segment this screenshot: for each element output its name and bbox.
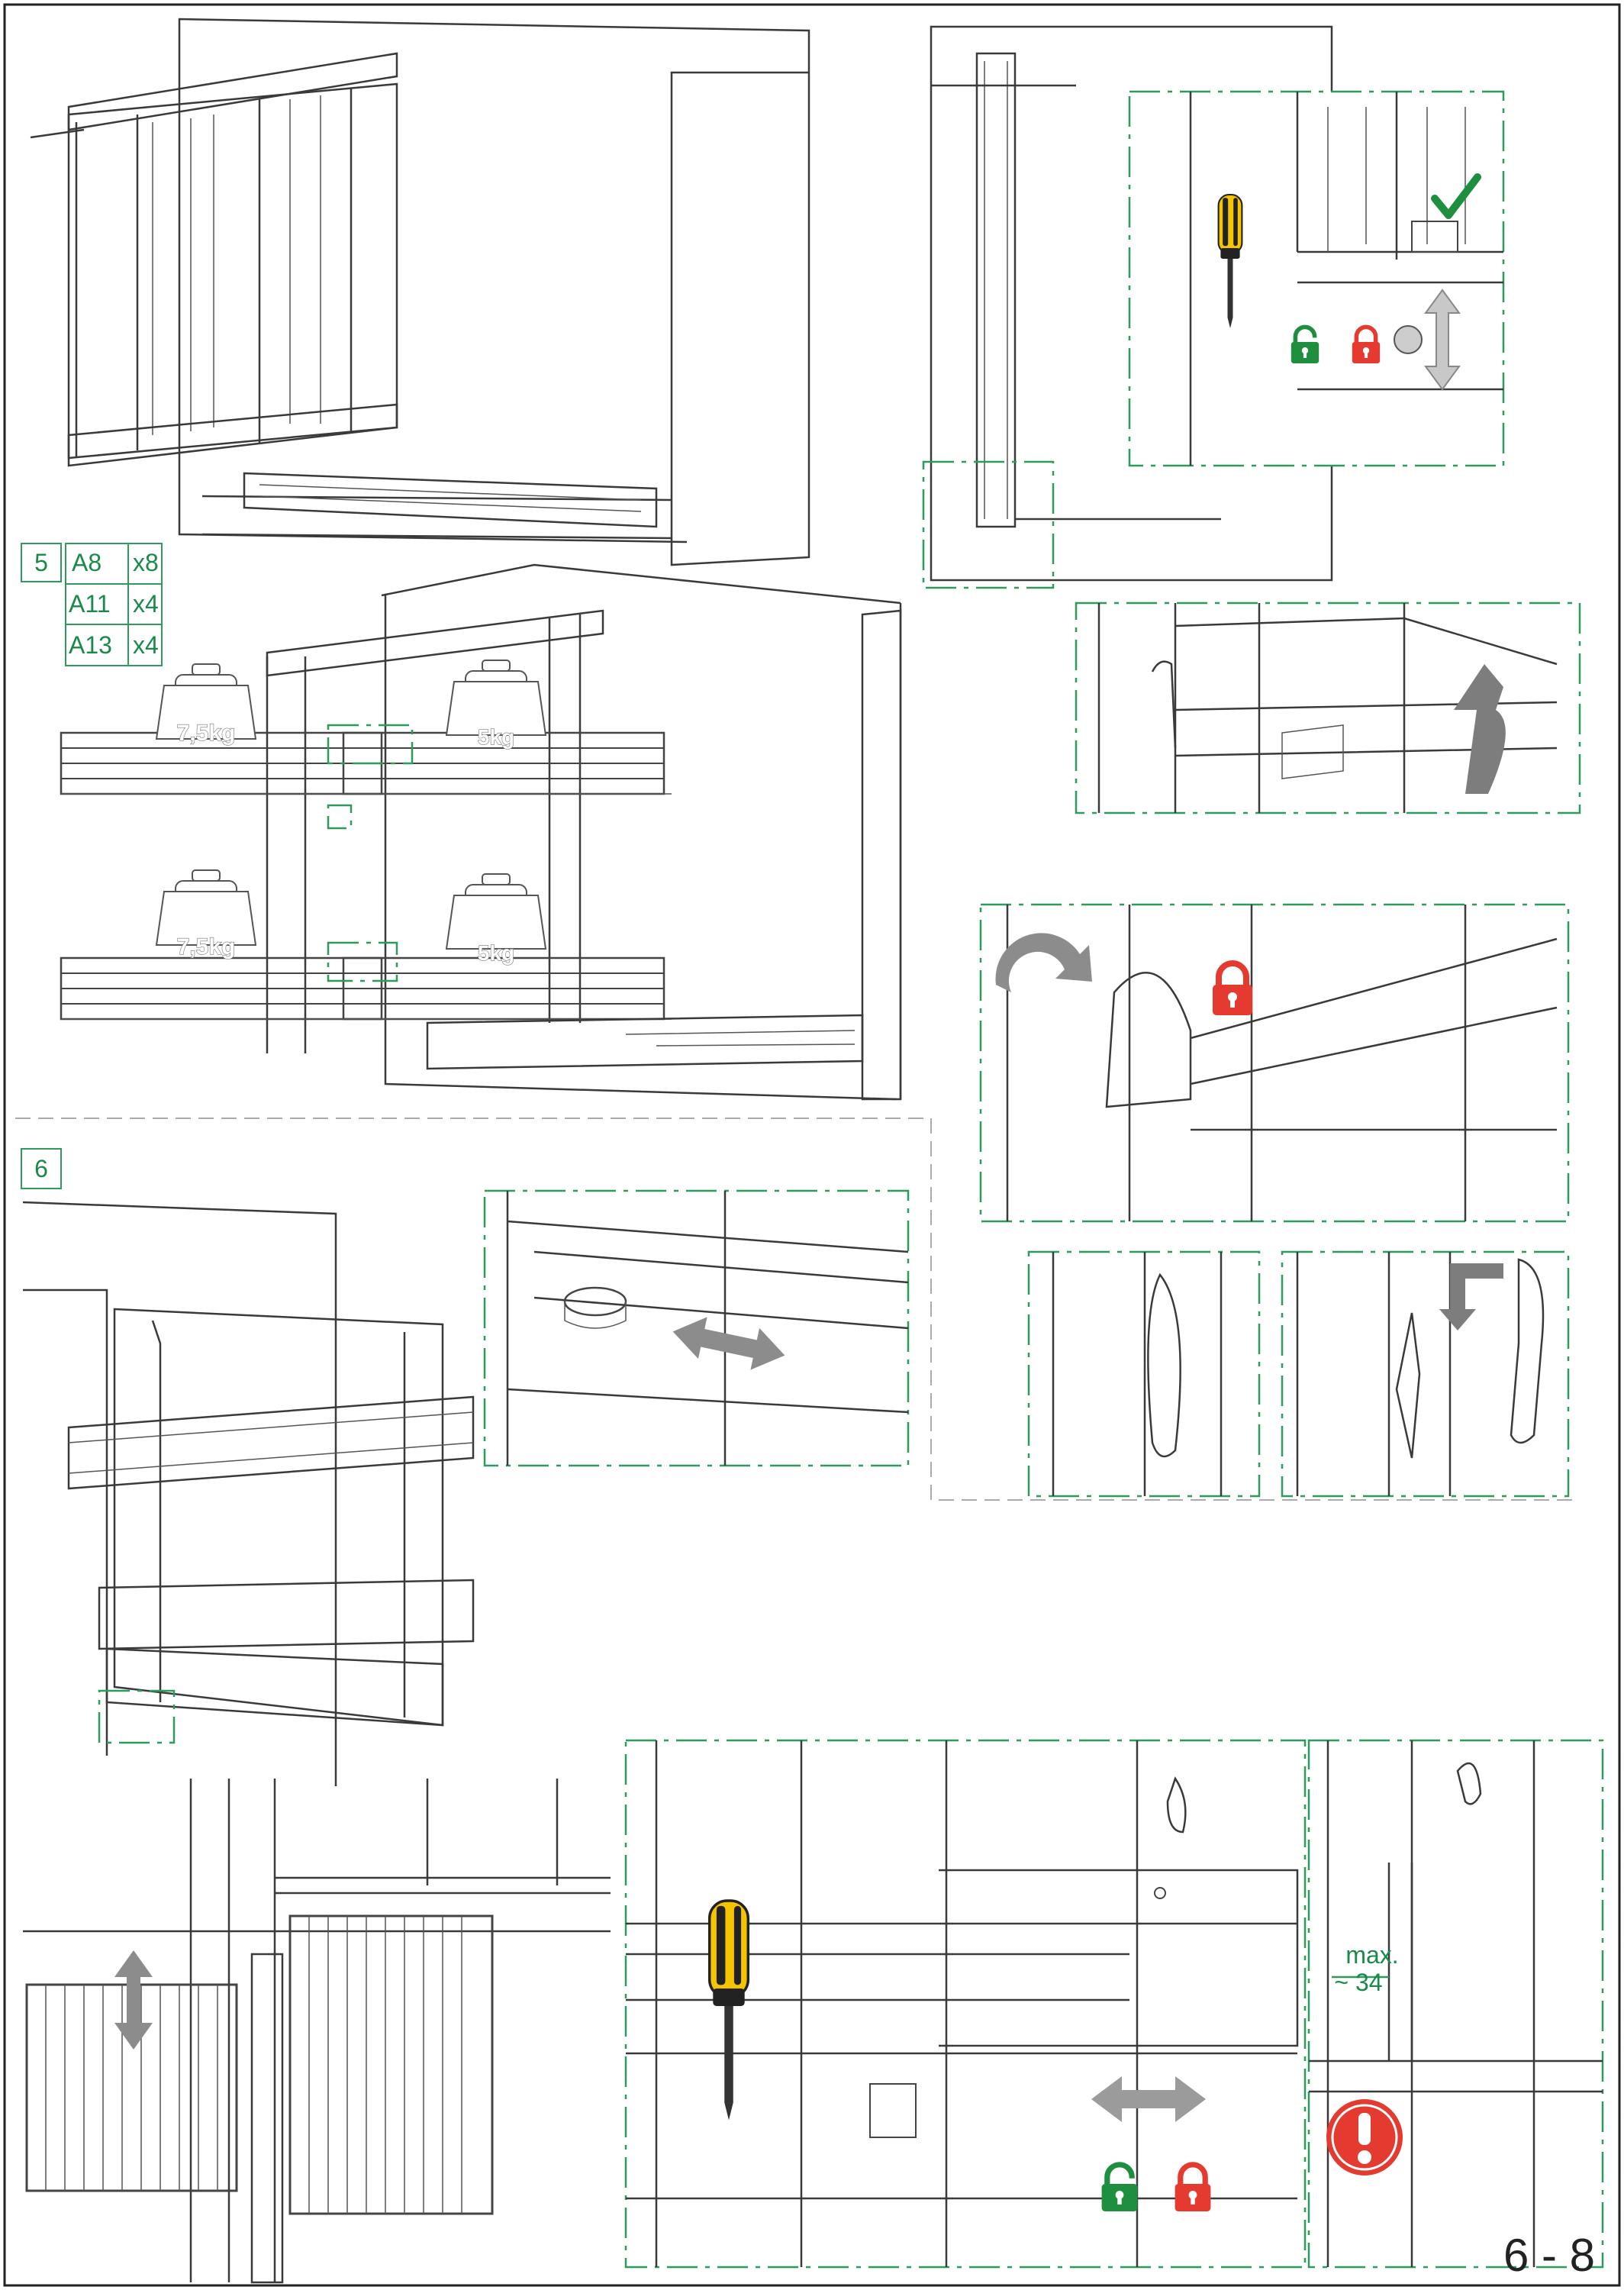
curved-arrow-icon	[1454, 664, 1506, 794]
step5-parts-table: 5 A8 x8 A11 x4 A13 x4	[21, 543, 163, 666]
measurement-label: max.	[1345, 1941, 1398, 1969]
vertical-double-arrow-icon	[114, 1950, 153, 2050]
part-qty-a8: x8	[133, 549, 159, 576]
section-divider	[15, 1118, 1572, 1501]
part-qty-a11: x4	[133, 590, 159, 618]
part-code-a13: A13	[69, 631, 112, 659]
weight-label-top-left: 7,5kg	[177, 721, 236, 746]
unlock-icon	[1102, 2165, 1138, 2211]
weight-label-bottom-right: 5kg	[478, 941, 514, 965]
slide-detail	[483, 1189, 910, 1467]
step5-number: 5	[34, 549, 48, 576]
pullout-unit-drawing	[22, 1201, 475, 1786]
frame-in-cabinet-drawing	[30, 18, 810, 566]
hook-detail	[1075, 602, 1581, 814]
screwdriver-icon	[707, 1899, 750, 2122]
measurement-value: ~ 34	[1334, 1969, 1382, 1996]
lock-icon	[1175, 2165, 1211, 2211]
checkmark-icon	[1431, 173, 1481, 219]
part-qty-a13: x4	[133, 631, 159, 659]
exclamation-icon	[1326, 2099, 1403, 2176]
lock-detail	[979, 903, 1570, 1223]
step6-number-box: 6	[21, 1148, 62, 1189]
horizontal-double-arrow-icon	[1091, 2076, 1206, 2122]
part-code-a8: A8	[72, 549, 102, 576]
svg-text:6: 6	[34, 1155, 48, 1182]
latch-detail-left	[1027, 1250, 1261, 1498]
basket-top-view	[23, 1779, 611, 2284]
page-number: 6 - 8	[1503, 2230, 1595, 2281]
latch-detail-right	[1281, 1250, 1570, 1498]
gap-measurement-detail	[1307, 1739, 1604, 2269]
page-border	[3, 3, 1621, 2287]
horizontal-double-arrow-icon	[672, 1317, 785, 1370]
part-code-a11: A11	[69, 590, 111, 618]
rotate-arrow-icon	[995, 933, 1092, 992]
weight-label-bottom-left: 7,5kg	[177, 934, 236, 960]
weight-label-top-right: 5kg	[478, 725, 514, 749]
down-arrow-icon	[1439, 1263, 1503, 1330]
adjust-rail-detail	[624, 1739, 1307, 2269]
lock-icon	[1213, 963, 1252, 1015]
adjust-screw-icon	[1394, 325, 1423, 354]
vertical-double-arrow-icon	[1424, 289, 1461, 391]
loaded-baskets-drawing: 7,5kg 5kg 7,5kg 5kg	[60, 563, 902, 1101]
height-adjust-detail	[922, 25, 1505, 589]
